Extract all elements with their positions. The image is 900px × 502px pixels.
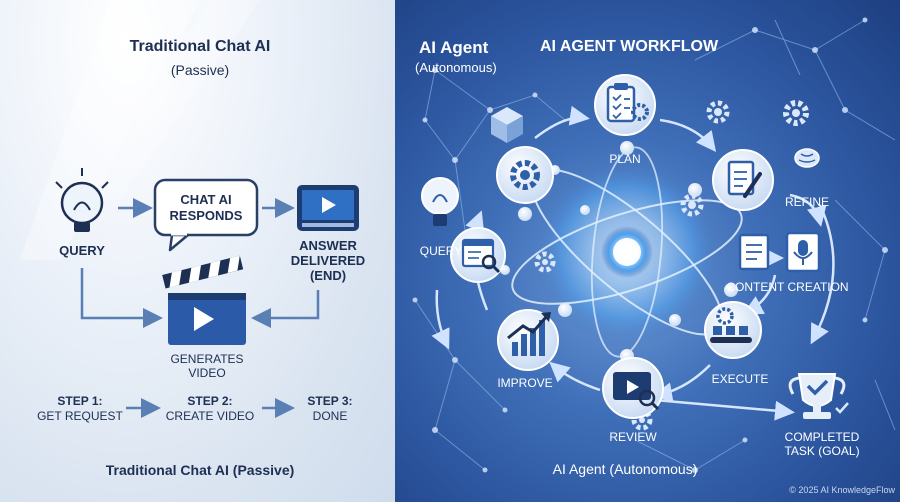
flow-arrows (80, 198, 320, 418)
traditional-chat-panel: Traditional Chat AI (Passive) QUERY CHAT… (0, 0, 395, 502)
step-2-label: STEP 2: (187, 394, 233, 408)
trophy-icon (788, 373, 846, 419)
traditional-footer: Traditional Chat AI (Passive) (105, 462, 295, 478)
check-badge-icon (835, 402, 849, 414)
completed-line1: COMPLETED (784, 430, 860, 444)
content-document-icon (738, 233, 770, 271)
brain-icon (794, 148, 820, 168)
agent-workflow-graphics (412, 17, 896, 473)
step-3-text: DONE (312, 409, 348, 423)
answer-label-line2: DELIVERED (290, 253, 366, 268)
plan-label: PLAN (609, 152, 641, 166)
copyright-notice: © 2025 AI KnowledgeFlow (789, 485, 895, 495)
completed-task-label: COMPLETED TASK (GOAL) (777, 430, 867, 458)
completed-line2: TASK (GOAL) (784, 444, 860, 458)
agent-title: AI Agent (419, 38, 489, 57)
agent-footer: AI Agent (Autonomous) (552, 461, 698, 477)
content-creation-label: CONTENT CREATION (726, 280, 849, 294)
chat-responds-label: CHAT AI RESPONDS (155, 192, 257, 224)
agent-query-label: QUERY (419, 244, 463, 258)
document-pen-icon (727, 160, 762, 198)
traditional-flow-graphics (20, 0, 359, 418)
gear-icon-4 (534, 251, 556, 273)
chat-bubble-icon (153, 178, 259, 252)
step-1-text: GET REQUEST (37, 409, 123, 423)
traditional-title: Traditional Chat AI (129, 38, 271, 55)
improve-label: IMPROVE (497, 376, 553, 390)
gear-icon-2 (783, 100, 809, 126)
answer-label-line1: ANSWER (299, 238, 357, 253)
step-1-label: STEP 1: (57, 394, 103, 408)
growth-chart-icon (507, 312, 551, 356)
query-lightbulb-icon (421, 177, 459, 226)
step-3-label: STEP 3: (307, 394, 353, 408)
generates-video-label: GENERATES VIDEO (157, 352, 257, 380)
review-video-icon (613, 372, 660, 411)
chat-label-line2: RESPONDS (169, 208, 243, 223)
lightbulb-icon (55, 168, 109, 232)
step-3: STEP 3: DONE (290, 394, 370, 424)
video-label-line1: GENERATES (170, 352, 244, 366)
browser-search-icon (461, 238, 501, 274)
refine-label: REFINE (784, 195, 829, 209)
chat-label-line1: CHAT AI (180, 192, 232, 207)
microphone-icon (785, 231, 821, 273)
gear-icon-1 (706, 100, 730, 124)
answer-label-line3: (END) (309, 268, 347, 283)
traditional-subtitle: (Passive) (170, 62, 230, 78)
review-label: REVIEW (609, 430, 657, 444)
network-dots (412, 17, 888, 473)
video-player-icon (297, 185, 359, 231)
video-label-line2: VIDEO (188, 366, 226, 380)
step-2: STEP 2: CREATE VIDEO (158, 394, 262, 424)
clapperboard-icon (162, 255, 246, 345)
agent-subtitle: (Autonomous) (415, 60, 497, 75)
query-label: QUERY (59, 243, 105, 258)
answer-delivered-label: ANSWER DELIVERED (END) (278, 238, 378, 283)
conveyor-execute-icon (710, 307, 752, 343)
clipboard-checklist-icon (606, 83, 649, 123)
cube-icon (491, 107, 523, 143)
workflow-title: AI AGENT WORKFLOW (540, 38, 719, 55)
step-2-text: CREATE VIDEO (165, 409, 255, 423)
settings-gear-icon (510, 160, 540, 190)
ai-agent-panel: AI Agent (Autonomous) AI AGENT WORKFLOW … (395, 0, 900, 502)
gear-icon-3 (680, 193, 704, 217)
execute-label: EXECUTE (711, 372, 769, 386)
step-1: STEP 1: GET REQUEST (30, 394, 130, 424)
